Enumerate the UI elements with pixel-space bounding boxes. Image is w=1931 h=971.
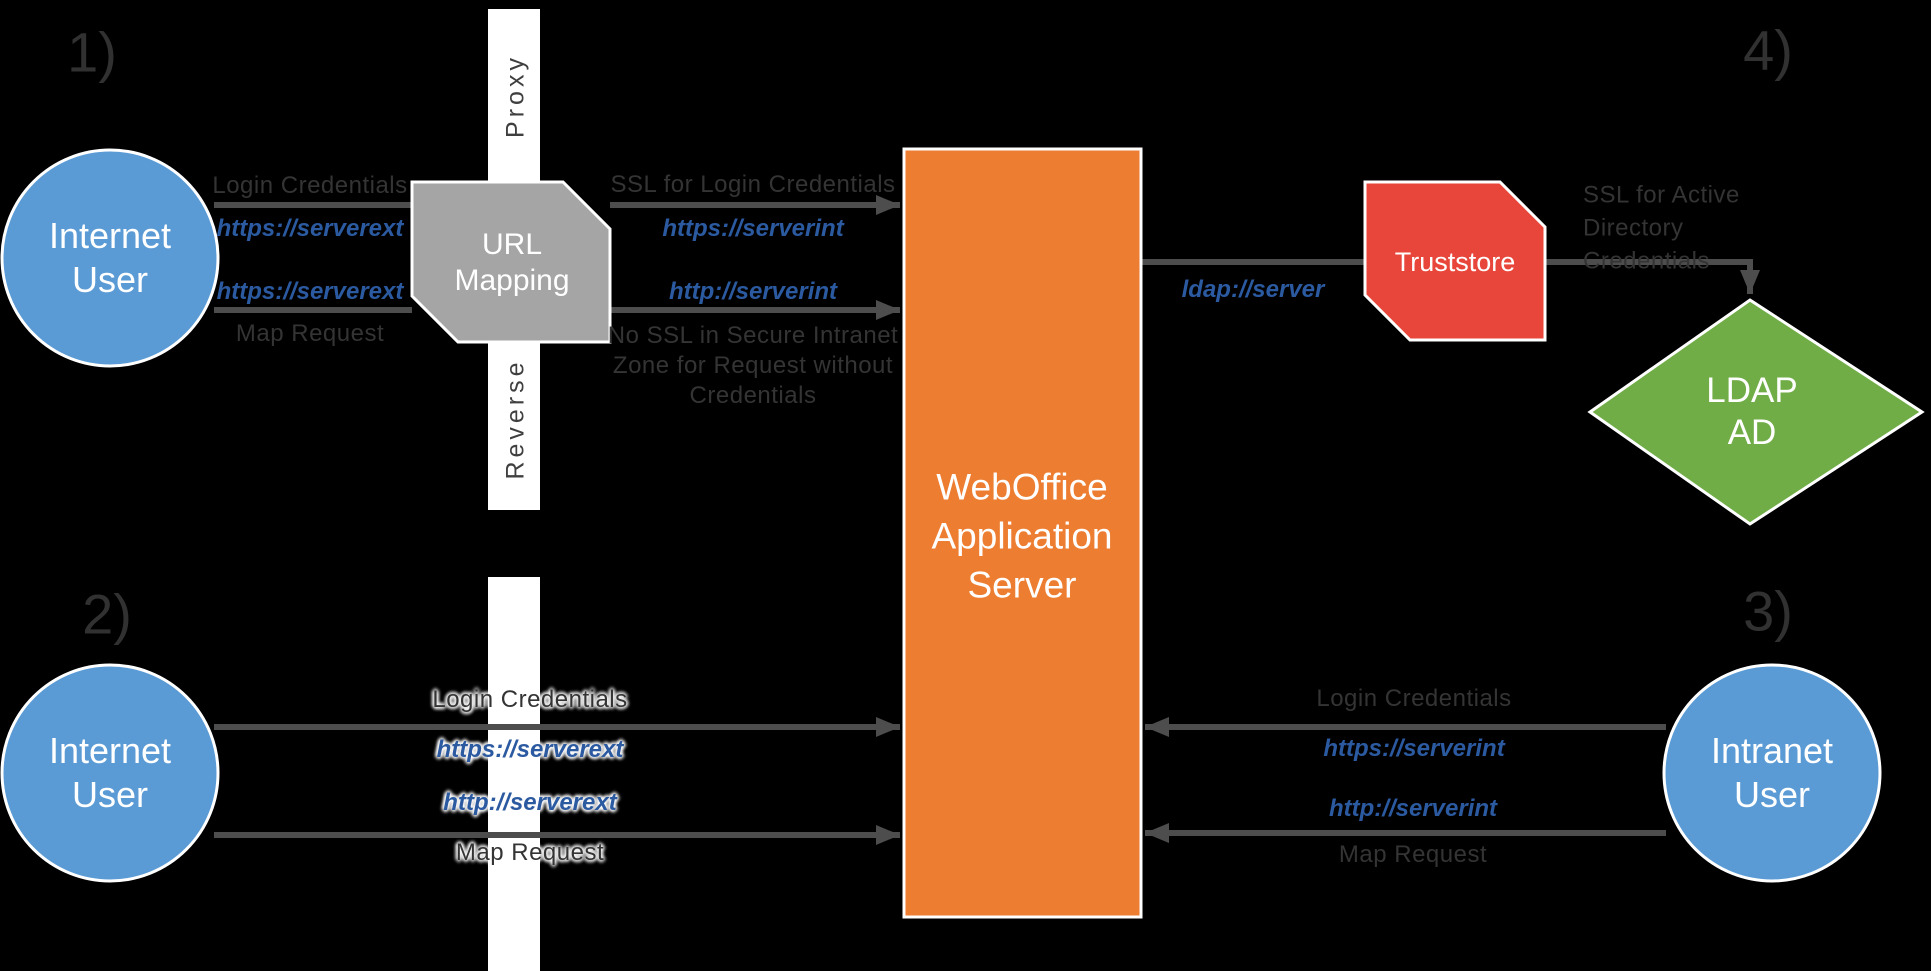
- app-server-shape: [902, 147, 1143, 919]
- url-mapping-label: URL Mapping: [454, 228, 570, 297]
- s2-url-serverext-https: https://serverext: [436, 736, 624, 763]
- s1-url-serverext-1: https://serverext: [216, 215, 404, 242]
- step-number-4: 4): [1743, 18, 1793, 82]
- s4-ssl-ad-credentials-label: SSL for Active Directory Credentials: [1583, 181, 1740, 275]
- truststore-label: Truststore: [1394, 247, 1516, 277]
- step-number-1: 1): [67, 20, 117, 84]
- intranet-user-shape: [1662, 663, 1882, 883]
- s1-map-request-label: Map Request: [235, 320, 385, 347]
- s3-map-request-label: Map Request: [1338, 841, 1488, 868]
- step-number-2: 2): [82, 582, 132, 646]
- s2-url-serverext-http: http://serverext: [443, 789, 617, 816]
- ldap-ad-shape: [1587, 298, 1925, 526]
- intranet-user-label: Intranet User: [1710, 730, 1834, 815]
- s2-map-request-label: Map Request: [455, 839, 605, 866]
- s1-login-credentials-label: Login Credentials: [212, 172, 408, 199]
- url-mapping-shape: [410, 180, 612, 344]
- s2-login-credentials-label: Login Credentials: [432, 686, 628, 713]
- reverse-bar-label: Reverse: [501, 358, 530, 480]
- s1-no-ssl-note: No SSL in Secure Intranet Zone for Reque…: [607, 322, 899, 409]
- proxy-bar-label: Proxy: [501, 54, 530, 138]
- s1-url-serverint-http: http://serverint: [668, 278, 838, 305]
- s1-ssl-login-credentials-label: SSL for Login Credentials: [610, 171, 896, 198]
- reverse-proxy-bar-bottom: [488, 577, 540, 971]
- app-server-label: WebOffice Application Server: [931, 466, 1113, 606]
- ldap-ad-label: LDAP AD: [1706, 371, 1798, 452]
- step-number-3: 3): [1743, 579, 1793, 643]
- s3-url-serverint-https: https://serverint: [1323, 735, 1505, 762]
- truststore-shape: [1363, 180, 1547, 342]
- s4-url-ldap-server: ldap://server: [1181, 276, 1325, 303]
- internet-user-1-shape: [0, 148, 220, 368]
- internet-user-2-shape: [0, 663, 220, 883]
- s1-url-serverext-2: https://serverext: [216, 278, 404, 305]
- internet-user-1-label: Internet User: [48, 215, 172, 300]
- arrow-truststore-to-ldap: [1545, 259, 1760, 294]
- s3-login-credentials-label: Login Credentials: [1316, 685, 1512, 712]
- internet-user-2-label: Internet User: [48, 730, 172, 815]
- s3-url-serverint-http: http://serverint: [1328, 795, 1498, 822]
- s1-url-serverint-https: https://serverint: [662, 215, 844, 242]
